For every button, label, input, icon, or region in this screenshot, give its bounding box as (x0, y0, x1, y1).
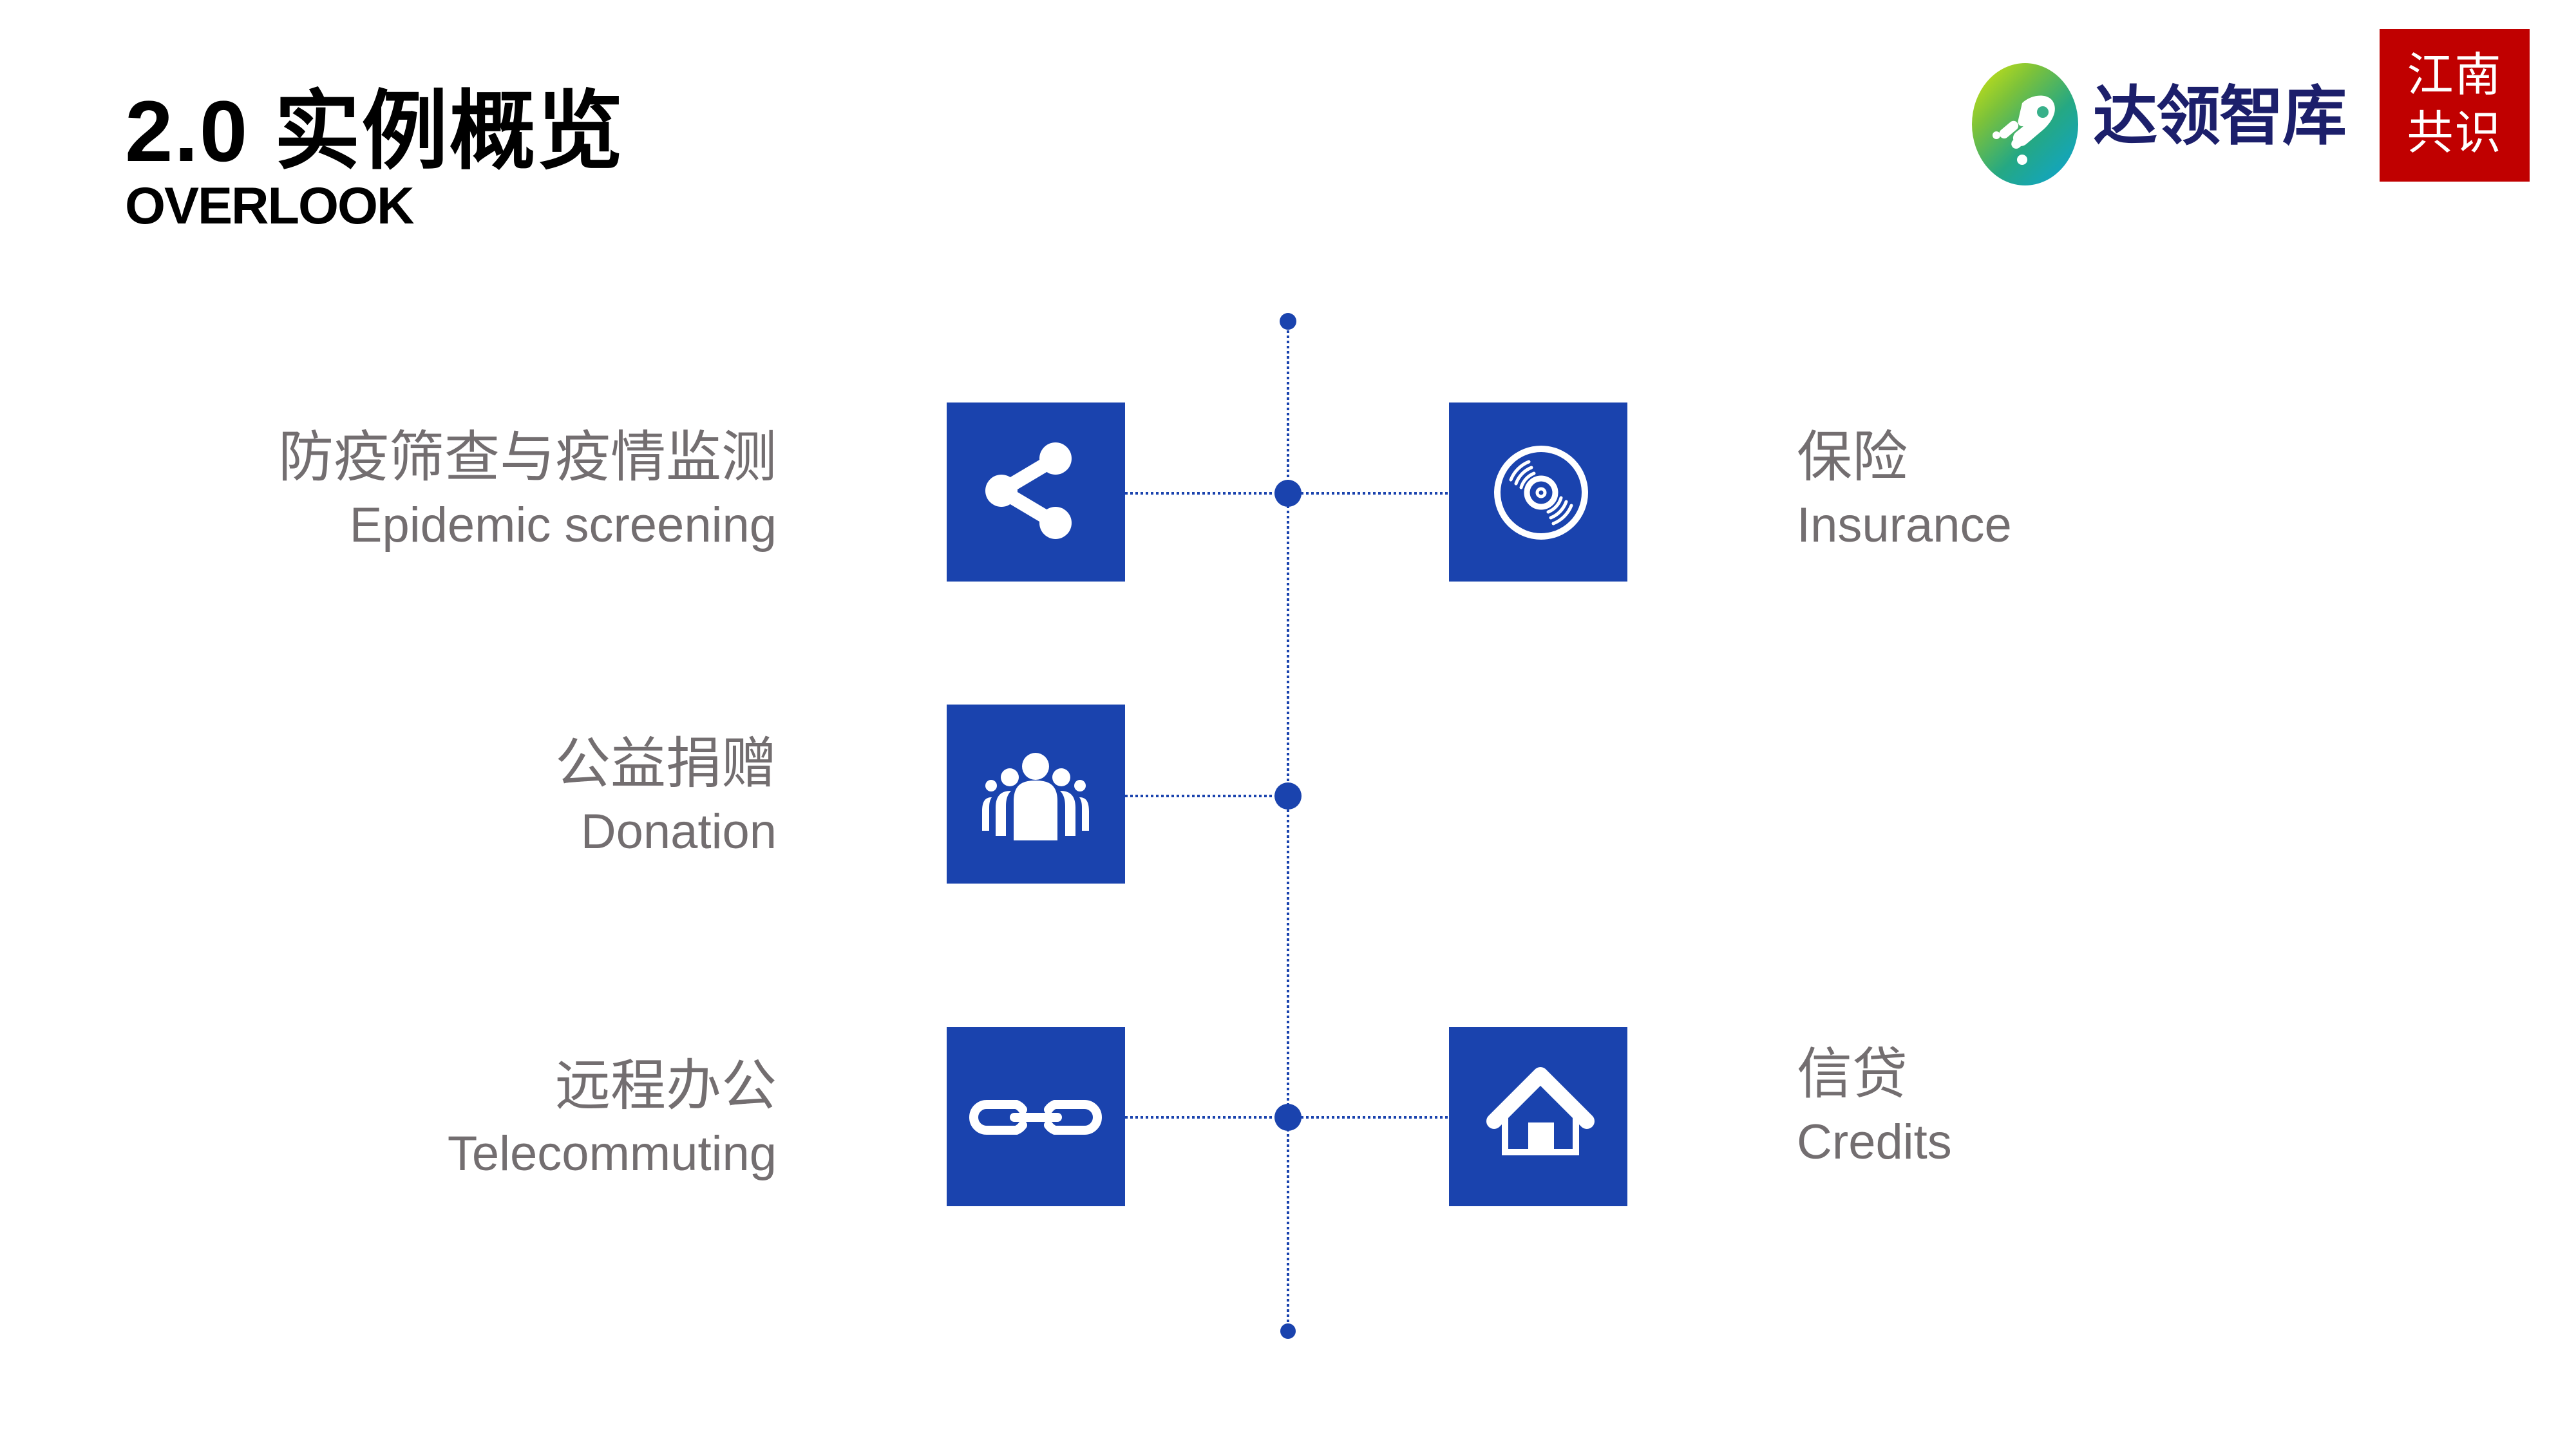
share-icon (985, 442, 1072, 539)
label-en: Insurance (1797, 498, 2012, 553)
label-en: Epidemic screening (349, 498, 777, 553)
page-title: 2.0 实例概览 (125, 84, 625, 180)
label-en: Telecommuting (447, 1126, 777, 1181)
label-epidemic-screening: 防疫筛查与疫情监测 Epidemic screening (278, 425, 777, 558)
people-group-icon (982, 753, 1089, 840)
timeline-dot-row2 (1274, 782, 1302, 810)
logo-rocket-icon (1972, 63, 2078, 185)
link-chain-icon (969, 1100, 1102, 1135)
logo-text: 达领智库 (2093, 80, 2347, 153)
telecommuting-icon-box (947, 1027, 1125, 1206)
timeline-end-dot (1280, 1323, 1296, 1339)
credits-icon-box (1449, 1027, 1627, 1206)
timeline-start-dot (1280, 313, 1296, 330)
label-cn: 公益捐赠 (555, 733, 777, 795)
insurance-icon-box (1449, 402, 1627, 582)
label-cn: 防疫筛查与疫情监测 (278, 426, 777, 488)
label-cn: 远程办公 (555, 1055, 777, 1117)
badge-line-2: 共识 (2407, 106, 2503, 160)
page-subtitle: OVERLOOK (125, 177, 415, 235)
label-credits: 信贷 Credits (1797, 1042, 1952, 1175)
badge-line-1: 江南 (2407, 48, 2503, 102)
donation-icon-box (947, 705, 1125, 884)
label-en: Donation (580, 804, 777, 859)
label-en: Credits (1797, 1115, 1952, 1170)
disc-icon (1494, 446, 1588, 540)
timeline-dot-row3 (1274, 1104, 1302, 1131)
label-cn: 保险 (1797, 426, 1908, 488)
epidemic-screening-icon-box (947, 402, 1125, 582)
label-insurance: 保险 Insurance (1797, 425, 2012, 558)
label-telecommuting: 远程办公 Telecommuting (448, 1054, 777, 1186)
badge-jiangnan-consensus: 江南 共识 (2380, 29, 2530, 182)
timeline-dot-row1 (1274, 480, 1302, 507)
label-cn: 信贷 (1797, 1043, 1908, 1105)
label-donation: 公益捐赠 Donation (555, 732, 777, 864)
house-icon (1486, 1067, 1595, 1155)
